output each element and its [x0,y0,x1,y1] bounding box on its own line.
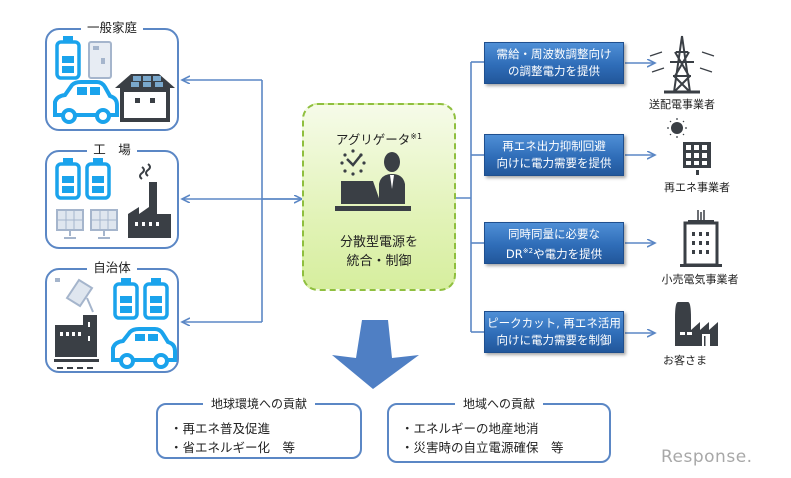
response-watermark-logo: Response. [661,447,753,467]
battery-icon [55,158,81,200]
solar-panel-icon [55,278,94,313]
solar-house-icon [115,74,175,122]
service-box-curtailment: 再エネ出力抑制回避 向けに電力需要を提供 [484,134,624,176]
service-line2: 向けに電力需要を提供 [496,156,612,170]
battery-icon [85,158,111,200]
building-icon [54,315,99,369]
service-line1: 需給・周波数調整向け [496,47,612,61]
service-line1: 同時同量に必要な [508,227,600,241]
source-box-municipality: 自治体 [45,260,179,373]
service-box-peakcut: ピークカット, 再エネ活用 向けに電力需要を制御 [484,311,624,353]
fuel-cell-icon [88,41,112,79]
service-box-balancing: 需給・周波数調整向け の調整電力を提供 [484,42,624,84]
result-title: 地球環境への貢献 [202,397,315,411]
source-box-household: 一般家庭 [45,20,179,131]
source-box-factory: 工 場 [45,142,179,249]
service-line2: 向けに電力需要を制御 [496,333,612,347]
car-icon [53,80,119,124]
solar-panel-icon [56,209,84,239]
result-list: ・エネルギーの地産地消 ・災害時の自立電源確保 等 [401,419,564,457]
result-item: ・災害時の自立電源確保 等 [401,440,564,455]
aggregator-box: アグリゲータ※1 分散型電源を 統合・制御 [302,103,456,291]
source-title: 自治体 [87,260,137,275]
result-box-global: 地球環境への貢献 ・再エネ普及促進 ・省エネルギー化 等 [156,397,362,459]
factory-icon [128,163,171,238]
car-icon [111,327,177,369]
target-label-renewable: 再エネ事業者 [664,181,730,194]
aggregator-title: アグリゲータ [335,132,411,147]
aggregator-desc-line2: 統合・制御 [346,254,412,269]
battery-icon [55,36,81,80]
service-line2: の調整電力を提供 [508,64,600,78]
service-box-dr: 同時同量に必要な DR※2や電力を提供 [484,222,624,264]
aggregator-note: ※1 [410,131,423,141]
source-title: 一般家庭 [80,20,143,35]
aggregator-desc-line1: 分散型電源を [339,235,418,250]
target-label-customer: お客さま [663,354,707,367]
battery-icon [143,278,169,320]
result-item: ・省エネルギー化 等 [170,440,296,455]
battery-icon [113,278,139,320]
operator-at-desk-icon [335,149,411,211]
result-title: 地域への貢献 [454,397,543,411]
source-title: 工 場 [87,142,137,157]
target-label-tso: 送配電事業者 [649,98,715,111]
result-list: ・再エネ普及促進 ・省エネルギー化 等 [170,419,295,457]
service-line2: DR※2や電力を提供 [505,246,603,261]
target-label-retailer: 小売電気事業者 [661,273,739,286]
service-line1: 再エネ出力抑制回避 [502,139,606,153]
solar-panel-icon [90,209,118,239]
result-box-local: 地域への貢献 ・エネルギーの地産地消 ・災害時の自立電源確保 等 [387,397,611,463]
result-item: ・再エネ普及促進 [170,421,271,436]
big-down-arrow-icon [332,320,419,389]
service-line1: ピークカット, 再エネ活用 [487,316,621,330]
dr-note: ※2 [522,247,534,255]
result-item: ・エネルギーの地産地消 [401,421,539,436]
